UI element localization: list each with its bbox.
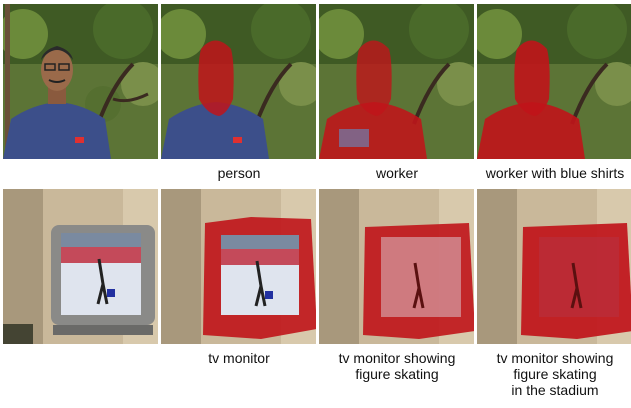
- person-image-original: [3, 4, 158, 159]
- caption-worker: worker: [375, 165, 418, 181]
- caption-tv-figure-skating: tv monitor showing figure skating: [338, 350, 456, 382]
- caption-tv-figure-skating-stadium: tv monitor showing figure skating in the…: [496, 350, 614, 398]
- tv-image-mask-tv-figure-skating: [319, 189, 474, 344]
- caption-person: person: [217, 165, 261, 181]
- caption-tv-monitor: tv monitor: [208, 350, 270, 366]
- tv-image-original: [3, 189, 158, 344]
- person-image-mask-worker: [319, 4, 474, 159]
- caption-worker-blue-shirts: worker with blue shirts: [485, 165, 625, 181]
- person-image-mask-worker-blue-shirts: [477, 4, 631, 159]
- tv-image-mask-tv-monitor: [161, 189, 316, 344]
- person-image-mask-person: [161, 4, 316, 159]
- tv-image-mask-tv-figure-skating-stadium: [477, 189, 631, 344]
